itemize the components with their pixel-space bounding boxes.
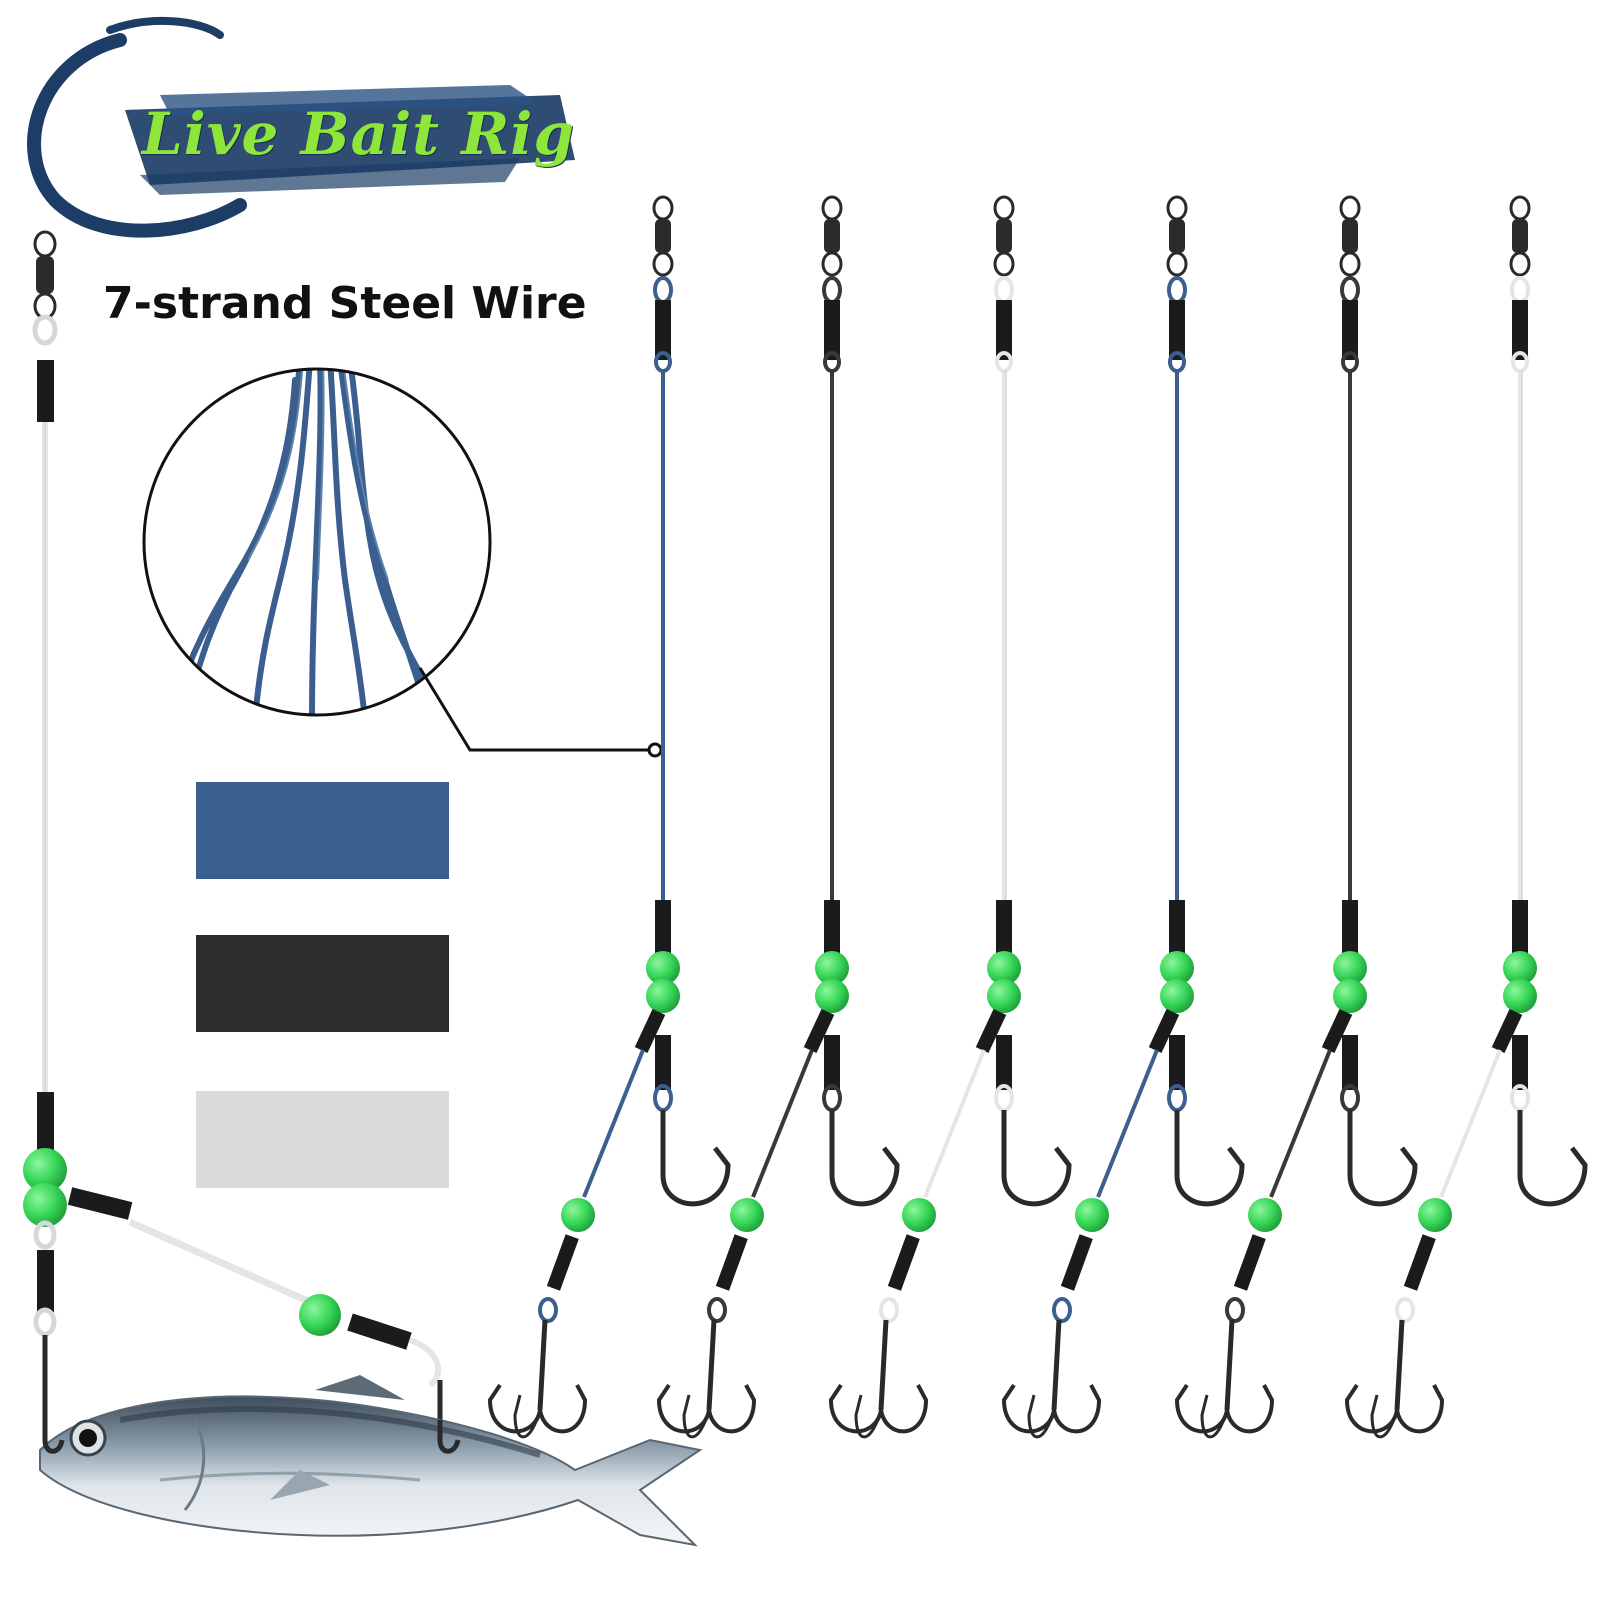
feature-subtitle: 7-strand Steel Wire <box>103 278 587 329</box>
rig-3 <box>828 195 1072 1439</box>
fish-bait-illustration <box>39 1375 703 1547</box>
crimp-sleeve-icon <box>1512 300 1528 360</box>
bead-icon <box>23 1148 67 1192</box>
bead-icon <box>815 951 849 985</box>
bead-icon <box>1333 951 1367 985</box>
swatch-black <box>196 935 449 1032</box>
treble-hook-icon <box>828 1319 929 1439</box>
swivel-icon <box>1509 195 1531 277</box>
treble-hook-icon <box>1344 1319 1445 1439</box>
swatch-blue <box>196 782 449 879</box>
crimp-sleeve-icon <box>996 300 1012 360</box>
swivel-icon <box>821 195 843 277</box>
crimp-sleeve-icon <box>1169 300 1185 360</box>
bead-icon <box>1160 951 1194 985</box>
bead-icon <box>1503 951 1537 985</box>
product-title: Live Bait Rig <box>142 100 576 168</box>
brush-circle-logo <box>27 17 575 238</box>
demo-rig <box>23 230 703 1547</box>
swivel-icon <box>993 195 1015 277</box>
rig-5 <box>1174 195 1418 1439</box>
crimp-sleeve-icon <box>655 300 671 360</box>
single-hook-icon <box>1517 1110 1588 1207</box>
swivel-icon <box>652 195 674 277</box>
rig-1 <box>487 195 731 1439</box>
rig-6 <box>1344 195 1588 1439</box>
crimp-sleeve-icon <box>1342 300 1358 360</box>
bead-icon <box>987 951 1021 985</box>
crimp-sleeve-icon <box>37 360 54 422</box>
swivel-icon <box>1339 195 1361 277</box>
treble-hook-icon <box>656 1319 757 1439</box>
swatch-clear <box>196 1091 449 1188</box>
crimp-sleeve-icon <box>824 300 840 360</box>
treble-hook-icon <box>487 1319 588 1439</box>
rig-list <box>487 195 1588 1439</box>
wire-zoom-loupe <box>142 367 663 758</box>
single-hook-icon <box>1347 1110 1418 1207</box>
treble-hook-icon <box>1174 1319 1275 1439</box>
swivel-icon <box>1166 195 1188 277</box>
single-hook-icon <box>829 1110 900 1207</box>
rig-2 <box>656 195 900 1439</box>
single-hook-icon <box>1001 1110 1072 1207</box>
swivel-icon <box>33 230 57 320</box>
single-hook-icon <box>1174 1110 1245 1207</box>
rig-4 <box>1001 195 1245 1439</box>
single-hook-icon <box>660 1110 731 1207</box>
treble-hook-icon <box>1001 1319 1102 1439</box>
bead-icon <box>646 951 680 985</box>
